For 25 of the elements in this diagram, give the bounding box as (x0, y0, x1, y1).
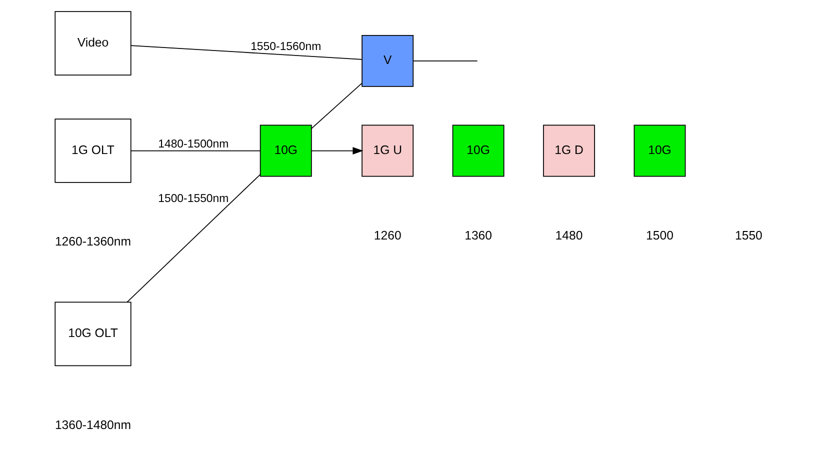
label: 1480 (555, 228, 583, 242)
edge-label: 1550-1560nm (250, 40, 322, 53)
node-box: 1G U (362, 124, 414, 177)
label: 1260 (374, 228, 402, 242)
node-box: 10G (452, 124, 504, 177)
connector (130, 45, 362, 60)
label: 1260-1360nm (54, 234, 132, 249)
node-box: 10G (634, 124, 686, 177)
connector (126, 174, 261, 302)
label: 1360-1480nm (54, 418, 132, 432)
edge-label: 1500-1550nm (158, 193, 229, 206)
node-box: V (362, 34, 414, 87)
node-box: Video (54, 11, 132, 76)
edge-label: 1480-1500nm (158, 138, 229, 151)
label: 1500 (646, 228, 674, 242)
label: 1550 (734, 228, 762, 242)
connector (311, 82, 362, 129)
label: 1360 (464, 228, 492, 242)
node-box: 10G (260, 124, 312, 177)
arrow (311, 147, 364, 154)
connector (130, 150, 261, 152)
connector (412, 60, 478, 62)
node-box: 10G OLT (54, 302, 132, 366)
node-box: 1G OLT (54, 118, 132, 183)
node-box: 1G D (543, 124, 596, 177)
